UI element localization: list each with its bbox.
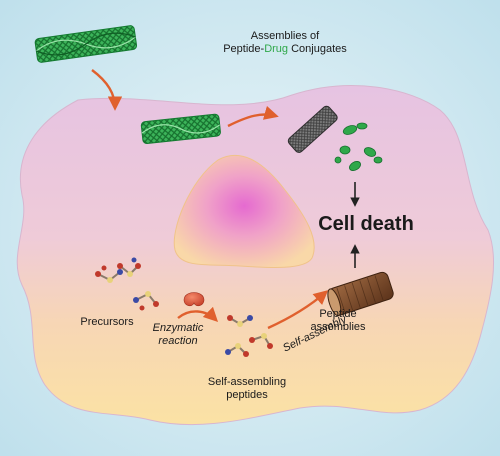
precursors-label: Precursors (80, 316, 134, 328)
enzyme (183, 292, 205, 307)
title-assemblies-of-pdc: Assemblies of Peptide-Drug Conjugates (190, 30, 380, 56)
arrow-enzymatic (177, 306, 219, 323)
precursor-molecules (95, 257, 159, 311)
peptide-assembly-nanofiber (327, 271, 394, 317)
title-peptide: Peptide- (223, 43, 265, 55)
enzymatic-line1: Enzymatic (152, 322, 204, 334)
arrow-uptake (91, 69, 123, 111)
self-assembling-line2: peptides (226, 389, 268, 401)
title-drug: Drug (264, 43, 289, 55)
nucleus (173, 155, 315, 268)
self-assembling-line1: Self-assembling (207, 376, 287, 388)
title-conjugates: Conjugates (288, 43, 347, 55)
arrow-release (227, 105, 279, 128)
arrow-self-assembly (267, 290, 329, 330)
peptide-assemblies-line2: assemblies (310, 321, 366, 333)
peptide-drug-conjugate-assembly-top (34, 25, 138, 63)
released-drug-molecules (334, 122, 383, 171)
enzymatic-reaction-label: Enzymatic reaction (138, 322, 218, 348)
self-assembling-peptides-label: Self-assembling peptides (192, 376, 302, 402)
title-line1: Assemblies of (250, 30, 320, 42)
peptide-assemblies-line1: Peptide (319, 308, 357, 320)
peptide-drug-conjugate-assembly-internalized (140, 113, 221, 145)
cell-death-label: Cell death (318, 213, 414, 235)
dissociated-nanofiber (287, 105, 338, 153)
self-assembling-peptides (225, 315, 273, 357)
enzymatic-line2: reaction (158, 335, 198, 347)
peptide-assemblies-label: Peptide assemblies (298, 308, 378, 334)
